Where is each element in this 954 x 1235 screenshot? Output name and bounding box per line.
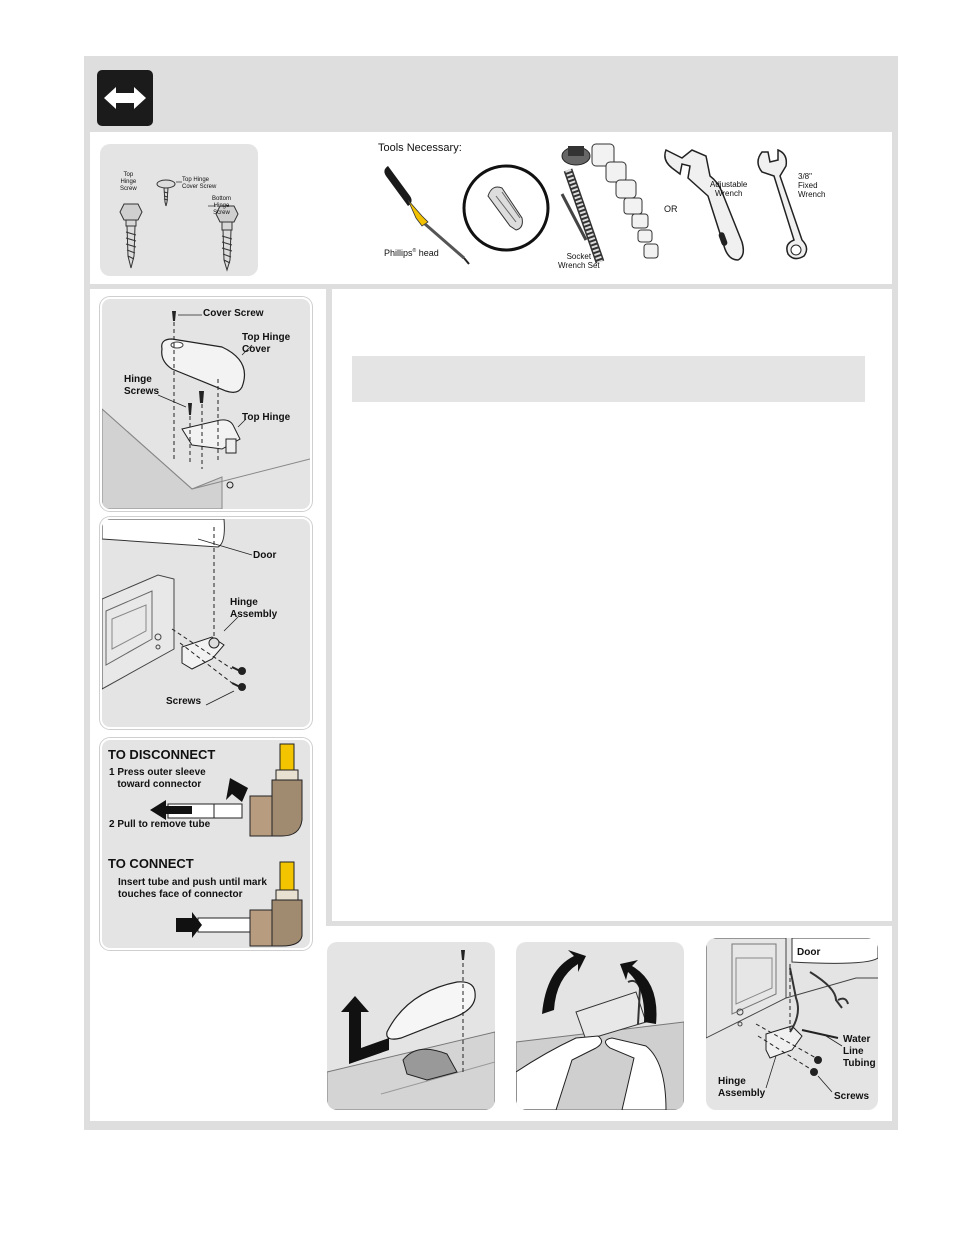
connect-heading: TO CONNECT	[108, 856, 194, 871]
adjustable-wrench-label: Adjustable Wrench	[710, 180, 748, 198]
phillips-screwdriver-icon	[384, 166, 470, 265]
socket-wrench-set-icon	[560, 143, 659, 264]
top-hinge-cover-screw-label: Top Hinge Cover Screw	[182, 177, 217, 190]
water-line-panel: Door Water Line Tubing Hinge Assembly Sc…	[706, 938, 878, 1110]
hinge-screws-label: Hinge Screws	[124, 374, 160, 397]
hinge-assembly-label: Hinge Assembly	[230, 597, 278, 620]
screws-label: Screws	[166, 696, 202, 707]
connector-panel: TO DISCONNECT 1 Press outer sleeve towar…	[100, 738, 312, 950]
water-door-label: Door	[797, 947, 821, 958]
socket-wrench-label: Socket Wrench Set	[558, 252, 600, 270]
fixed-wrench-icon	[757, 148, 808, 260]
hardware-panel: Top Hinge Screw Top Hinge Cover Screw Bo…	[100, 144, 258, 276]
fixed-wrench-label: 3/8" Fixed Wrench	[798, 172, 826, 199]
phillips-suffix: head	[418, 248, 439, 258]
top-hinge-cover-label: Top Hinge Cover	[242, 332, 291, 355]
top-hinge-screw-label: Top Hinge Screw	[120, 172, 137, 192]
disconnect-step-1: 1 Press outer sleeve toward connector	[109, 767, 206, 790]
reversible-door-icon	[97, 70, 153, 126]
connect-instruction: Insert tube and push until mark touches …	[118, 877, 267, 900]
disconnect-heading: TO DISCONNECT	[108, 747, 216, 762]
top-hinge-panel: Cover Screw Top Hinge Cover Hinge Screws…	[100, 297, 312, 511]
phillips-text: Phillips	[384, 248, 413, 258]
cover-screw-label: Cover Screw	[203, 308, 264, 319]
water-line-tubing-label: Water Line Tubing	[843, 1034, 876, 1069]
water-hinge-assembly-label: Hinge Assembly	[718, 1076, 766, 1099]
phillips-mark: ®	[412, 248, 417, 254]
door-label: Door	[253, 550, 277, 561]
tools-illustration: Tools Necessary: Phillips® head Socket W…	[370, 136, 870, 282]
or-label: OR	[664, 204, 678, 214]
water-screws-label: Screws	[834, 1091, 870, 1102]
cover-removal-panel	[327, 942, 495, 1110]
tools-title: Tools Necessary:	[378, 142, 462, 154]
adjustable-wrench-icon	[664, 148, 745, 261]
disconnect-step-2: 2 Pull to remove tube	[109, 819, 211, 830]
hinge-unscrew-panel	[516, 942, 684, 1110]
top-hinge-label: Top Hinge	[242, 412, 291, 423]
bottom-hinge-panel: Door Hinge Assembly Screws	[100, 517, 312, 729]
phillips-label: Phillips® head	[384, 246, 439, 258]
instruction-heading-bar	[352, 356, 865, 402]
bottom-hinge-screw-label: Bottom Hinge Screw	[212, 196, 232, 216]
